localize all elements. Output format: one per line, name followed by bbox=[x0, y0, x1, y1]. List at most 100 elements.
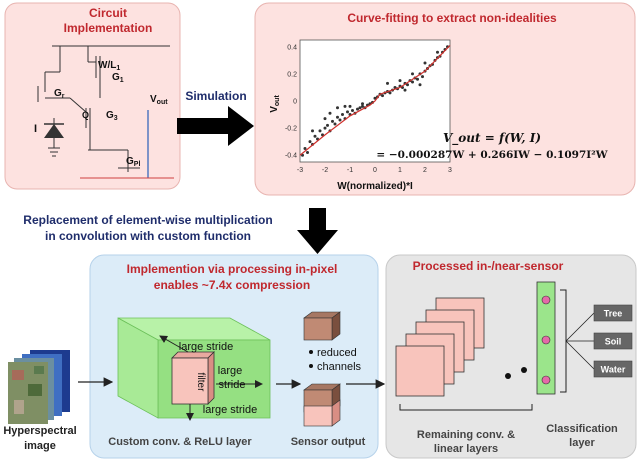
sensor-output-label: Sensor output bbox=[291, 436, 366, 448]
circuit-title-line2: Implementation bbox=[64, 21, 153, 35]
gr-label: Gr bbox=[54, 88, 65, 100]
wl-label: W/L1 bbox=[98, 60, 120, 72]
scatter-point bbox=[356, 107, 359, 111]
scatter-point bbox=[393, 85, 397, 89]
pixel-title-line2: enables ~7.4x compression bbox=[154, 278, 310, 292]
scatter-point bbox=[333, 122, 337, 126]
x-tick-label: -2 bbox=[322, 167, 328, 174]
class-label: Tree bbox=[604, 309, 623, 319]
scatter-point bbox=[411, 80, 414, 84]
scatter-point bbox=[303, 146, 307, 150]
q-label: Q bbox=[82, 110, 89, 120]
class-box bbox=[593, 360, 633, 378]
i-label: I bbox=[34, 123, 37, 135]
fit-line bbox=[299, 45, 451, 156]
circuit-panel bbox=[4, 2, 181, 190]
class-box bbox=[593, 304, 633, 322]
scatter-point bbox=[411, 72, 414, 76]
stride-label-1: large stride bbox=[179, 341, 233, 353]
equation-line2: = −0.000287W + 0.266IW − 0.1097I²W bbox=[376, 149, 607, 161]
scatter-point bbox=[326, 123, 329, 127]
y-axis-label: Vout bbox=[269, 95, 281, 113]
scatter-point bbox=[323, 126, 327, 130]
x-tick-label: 3 bbox=[448, 167, 452, 174]
x-tick-label: -1 bbox=[347, 167, 353, 174]
scatter-point bbox=[403, 88, 407, 92]
x-tick-label: 1 bbox=[398, 167, 402, 174]
remaining-layers-brace bbox=[399, 404, 533, 411]
y-tick-label: -0.2 bbox=[285, 126, 297, 133]
x-tick-label: 0 bbox=[373, 167, 377, 174]
replacement-line1: Replacement of element-wise multiplicati… bbox=[23, 213, 272, 227]
reduced-label: reduced bbox=[317, 347, 357, 359]
scatter-point bbox=[331, 119, 334, 123]
circuit-title-line1: Circuit bbox=[89, 6, 127, 20]
scatter-point bbox=[406, 83, 409, 87]
custom-conv-label: Custom conv. & ReLU layer bbox=[108, 436, 252, 448]
filter-label: filter bbox=[195, 373, 206, 393]
scatter-point bbox=[308, 140, 312, 144]
scatter-point bbox=[306, 151, 309, 155]
filter-cube bbox=[171, 351, 215, 405]
y-tick-labels: 0.4 0.2 0 -0.2 -0.4 bbox=[285, 44, 297, 159]
y-tick-label: 0.2 bbox=[287, 71, 297, 78]
scatter-point bbox=[351, 108, 354, 112]
gp-label: GPl bbox=[126, 156, 140, 168]
scatter-point bbox=[416, 77, 419, 81]
classification-line1: Classification bbox=[546, 423, 618, 435]
hyperspectral-image bbox=[8, 350, 70, 424]
class-box bbox=[593, 332, 633, 350]
g1-label: G1 bbox=[112, 72, 124, 84]
y-tick-label: -0.4 bbox=[285, 153, 297, 160]
remaining-layers-stack bbox=[395, 297, 485, 397]
class-label: Soil bbox=[605, 337, 622, 347]
class-label: Water bbox=[601, 365, 626, 375]
scatter-point bbox=[323, 117, 327, 121]
remaining-line2: linear layers bbox=[434, 443, 498, 455]
stride-label-2b: stride bbox=[219, 379, 246, 391]
y-tick-label: 0 bbox=[293, 99, 297, 106]
sensor-title: Processed in-/near-sensor bbox=[413, 259, 564, 273]
scatter-point bbox=[361, 104, 364, 108]
scatter-point bbox=[386, 81, 389, 85]
channels-label: channels bbox=[317, 361, 362, 373]
scatter-point bbox=[361, 102, 364, 106]
classification-line2: layer bbox=[569, 437, 595, 449]
simulation-label: Simulation bbox=[185, 89, 246, 103]
hyperspectral-line2: image bbox=[24, 440, 56, 452]
x-axis-label: W(normalized)*I bbox=[337, 181, 413, 192]
stride-label-3: large stride bbox=[203, 404, 257, 416]
scatter-point bbox=[318, 129, 322, 133]
scatter-point bbox=[336, 115, 339, 119]
vout-label: Vout bbox=[150, 94, 168, 106]
pixel-title-line1: Implemention via processing in-pixel bbox=[127, 262, 338, 276]
stride-arrow-diag bbox=[159, 335, 189, 353]
scatter-point bbox=[358, 106, 362, 110]
g3-label: G3 bbox=[106, 110, 118, 122]
scatter-point bbox=[328, 111, 332, 115]
scatter-point bbox=[336, 106, 339, 110]
scatter-point bbox=[343, 104, 347, 108]
x-tick-label: -3 bbox=[297, 167, 303, 174]
hyperspectral-line1: Hyperspectral bbox=[3, 425, 76, 437]
simulation-arrow bbox=[177, 106, 254, 146]
scatter-point bbox=[348, 104, 352, 108]
scatter-point bbox=[381, 94, 384, 98]
scatter-point bbox=[313, 134, 317, 138]
scatter-point bbox=[338, 118, 342, 122]
photodiode-icon bbox=[44, 124, 64, 138]
scatter-point bbox=[311, 129, 314, 133]
scatter-point bbox=[388, 91, 392, 95]
class-connections bbox=[565, 312, 595, 370]
scatter-point bbox=[398, 79, 402, 83]
remaining-line1: Remaining conv. & bbox=[417, 429, 515, 441]
scatter-point bbox=[421, 75, 424, 79]
y-tick-label: 0.4 bbox=[287, 44, 297, 51]
curve-title: Curve-fitting to extract non-idealities bbox=[347, 11, 557, 25]
scatter-point bbox=[436, 50, 439, 54]
replacement-line2: in convolution with custom function bbox=[45, 229, 251, 243]
